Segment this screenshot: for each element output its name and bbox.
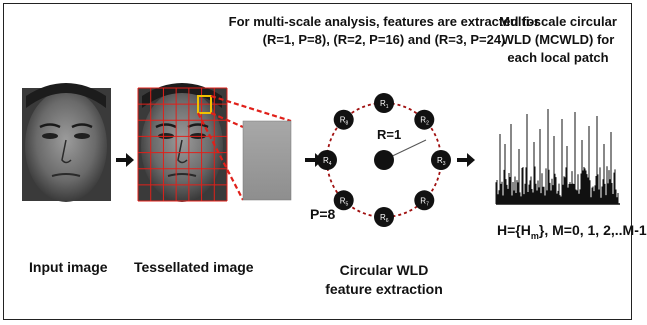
mcwld-text-line1: Multi-scale circular (499, 14, 617, 29)
mcwld-text-line2: WLD (MCWLD) for (501, 32, 615, 47)
neighbor-node-r7 (414, 190, 435, 211)
neighbor-node-label: R4 (323, 156, 332, 167)
arrow-1 (116, 153, 134, 167)
neighbor-node-label: R8 (340, 116, 349, 127)
neighbor-node-label: R5 (340, 196, 349, 207)
neighbor-node-label: R7 (420, 196, 429, 207)
points-label: P=8 (310, 206, 336, 222)
neighbor-node-r3 (431, 150, 451, 170)
tessellated-face-image (137, 83, 228, 202)
histogram-formula: H={Hm}, M=0, 1, 2,..M-1 (497, 222, 647, 241)
multiscale-text-line2: (R=1, P=8), (R=2, P=16) and (R=3, P=24) (262, 32, 506, 47)
multiscale-text-line1: For multi-scale analysis, features are e… (228, 14, 540, 29)
neighbor-node-r6 (374, 207, 394, 227)
neighbor-node-r4 (317, 150, 337, 170)
neighbor-node-r5 (333, 190, 354, 211)
highlighted-patch (197, 95, 212, 114)
neighbor-node-r8 (333, 109, 354, 130)
circular-wld-label-line1: Circular WLD (339, 262, 429, 278)
neighbor-node-label: R3 (437, 156, 446, 167)
neighbor-node-r1 (374, 93, 394, 113)
zoomed-patch (242, 120, 292, 201)
zoom-lines (197, 94, 292, 201)
neighbor-node-r2 (414, 109, 435, 130)
tessellation-grid (137, 87, 228, 202)
neighbor-node-label: R1 (380, 99, 389, 110)
arrow-3 (457, 153, 475, 167)
mcwld-histogram (495, 109, 620, 205)
input-image-label: Input image (29, 259, 108, 275)
radius-label: R=1 (377, 127, 402, 142)
mcwld-text-line3: each local patch (507, 50, 609, 65)
neighbor-node-label: R2 (420, 116, 429, 127)
neighbor-node-label: R6 (380, 213, 389, 224)
input-face-image (22, 83, 111, 202)
tessellated-image-label: Tessellated image (134, 259, 254, 275)
circular-wld-label-line2: feature extraction (325, 281, 443, 297)
center-pixel (374, 150, 394, 170)
